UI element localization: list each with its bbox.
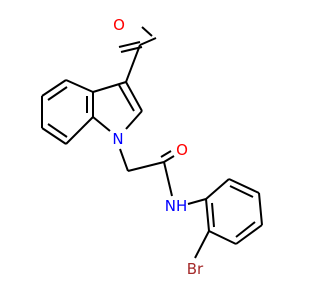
bond-methyl: [139, 37, 157, 46]
bond-ar-c3-c4: [258, 192, 263, 226]
bonds: [41, 26, 263, 259]
bond-c7-c7a: [65, 116, 94, 145]
bond-ar-c1-c2: [205, 178, 230, 200]
bond-ar-c6-c1-double: [211, 202, 215, 228]
bond-carbonyl-c3: [125, 44, 141, 83]
bond-amide-c-n: [163, 161, 173, 197]
bond-n1-ch2: [119, 148, 129, 172]
ketone-oxygen-label: O: [113, 16, 125, 34]
bond-c3-c2: [125, 81, 143, 112]
bond-nh-ar-c1: [187, 198, 207, 205]
bond-ch2-amide-c: [127, 161, 165, 172]
bond-c2-n1: [125, 110, 143, 130]
indole-nitrogen-label: N: [112, 130, 123, 148]
bond-amide-c-o: [163, 155, 175, 163]
molecule-structure-diagram: O N O NH Br: [41, 16, 263, 278]
bond-ar-c2-c3-double: [229, 185, 254, 198]
bond-c4-c5-double: [47, 86, 68, 101]
bond-ar-c4-c5-double: [235, 221, 256, 238]
bromine-label: Br: [187, 260, 204, 278]
bond-c6-c7: [41, 127, 67, 145]
bond-c3-c2-double: [118, 84, 135, 112]
bond-ar-c5-c6: [208, 230, 237, 245]
atom-labels: O N O NH Br: [112, 16, 204, 278]
bond-c3a-c4: [65, 79, 94, 93]
bond-c3-c3a: [92, 81, 127, 93]
bond-ar-c4-c5: [235, 224, 263, 245]
bond-amide-c-o-2: [160, 150, 172, 158]
bond-ar-c6-c1: [205, 198, 210, 232]
bond-carbonyl-ketone-o: [118, 41, 141, 48]
bond-ar-c6-br: [194, 230, 210, 259]
bond-methyl-carbonyl: [141, 26, 153, 37]
bond-n1-c7a: [92, 116, 111, 132]
bond-c6-c7-double: [47, 123, 68, 138]
bond-ar-c2-c3: [228, 178, 260, 194]
amide-oxygen-label: O: [176, 141, 188, 159]
amide-nitrogen-label: NH: [165, 197, 188, 215]
bond-c4-c5: [41, 79, 67, 97]
